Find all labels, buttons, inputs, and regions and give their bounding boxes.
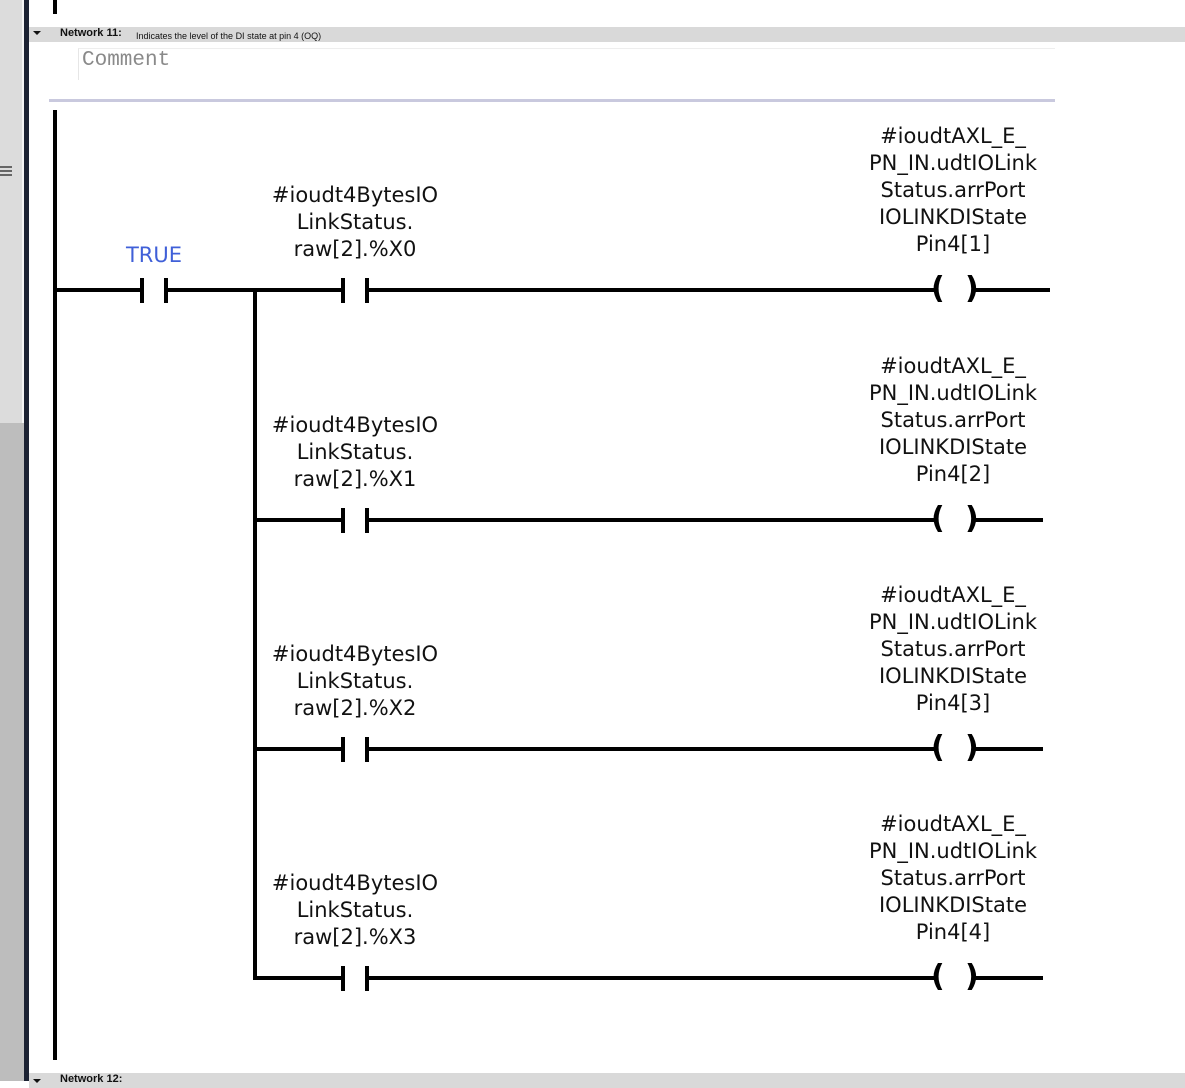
coil-left[interactable]: ( [931,501,945,536]
network-title: Network 11: [60,27,122,39]
panel-divider[interactable] [24,0,29,1081]
wire [975,518,1043,522]
wire [168,288,256,292]
coil-label[interactable]: #ioudtAXL_E_ PN_IN.udtIOLink Status.arrP… [868,124,1038,256]
side-panel [0,0,24,423]
wire [369,288,935,292]
wire [57,288,143,292]
power-rail [53,110,57,1060]
contact-left[interactable] [341,508,345,533]
contact-left[interactable] [341,737,345,762]
coil-right[interactable]: ) [965,730,979,765]
coil-left[interactable]: ( [931,959,945,994]
coil-right[interactable]: ) [965,271,979,306]
coil-label[interactable]: #ioudtAXL_E_ PN_IN.udtIOLink Status.arrP… [868,812,1038,944]
wire [975,288,1050,292]
wire [257,747,343,751]
contact-right[interactable] [365,966,369,991]
contact-label[interactable]: #ioudt4BytesIO LinkStatus. raw[2].%X3 [271,871,439,949]
contact-left[interactable] [341,966,345,991]
separator [49,99,1055,102]
coil-right[interactable]: ) [965,501,979,536]
comment-field[interactable]: Comment [78,48,1055,80]
contact-left[interactable] [341,278,345,303]
true-contact-label[interactable]: TRUE [125,243,183,267]
coil-label[interactable]: #ioudtAXL_E_ PN_IN.udtIOLink Status.arrP… [868,354,1038,486]
contact-right[interactable] [365,737,369,762]
collapse-icon[interactable] [33,1079,41,1083]
wire [369,747,935,751]
branch-wire [253,288,257,980]
coil-left[interactable]: ( [931,730,945,765]
wire [369,976,935,980]
collapse-icon[interactable] [33,31,41,35]
contact-right[interactable] [365,508,369,533]
wire [369,518,935,522]
wire [257,518,343,522]
true-contact-left[interactable] [140,278,144,303]
wire [257,976,343,980]
wire [975,976,1043,980]
contact-label[interactable]: #ioudt4BytesIO LinkStatus. raw[2].%X0 [271,183,439,261]
network-title: Network 12: [60,1073,123,1085]
coil-right[interactable]: ) [965,959,979,994]
side-panel-lower [0,423,24,1081]
previous-power-rail [53,0,57,14]
wire [257,288,343,292]
contact-right[interactable] [365,278,369,303]
contact-label[interactable]: #ioudt4BytesIO LinkStatus. raw[2].%X2 [271,642,439,720]
contact-label[interactable]: #ioudt4BytesIO LinkStatus. raw[2].%X1 [271,413,439,491]
network-11-header[interactable]: Network 11: Indicates the level of the D… [29,27,1185,42]
coil-label[interactable]: #ioudtAXL_E_ PN_IN.udtIOLink Status.arrP… [868,583,1038,715]
wire [975,747,1043,751]
true-contact-right[interactable] [164,278,168,303]
network-description[interactable]: Indicates the level of the DI state at p… [136,31,322,41]
menu-icon[interactable] [0,166,12,180]
coil-left[interactable]: ( [931,271,945,306]
